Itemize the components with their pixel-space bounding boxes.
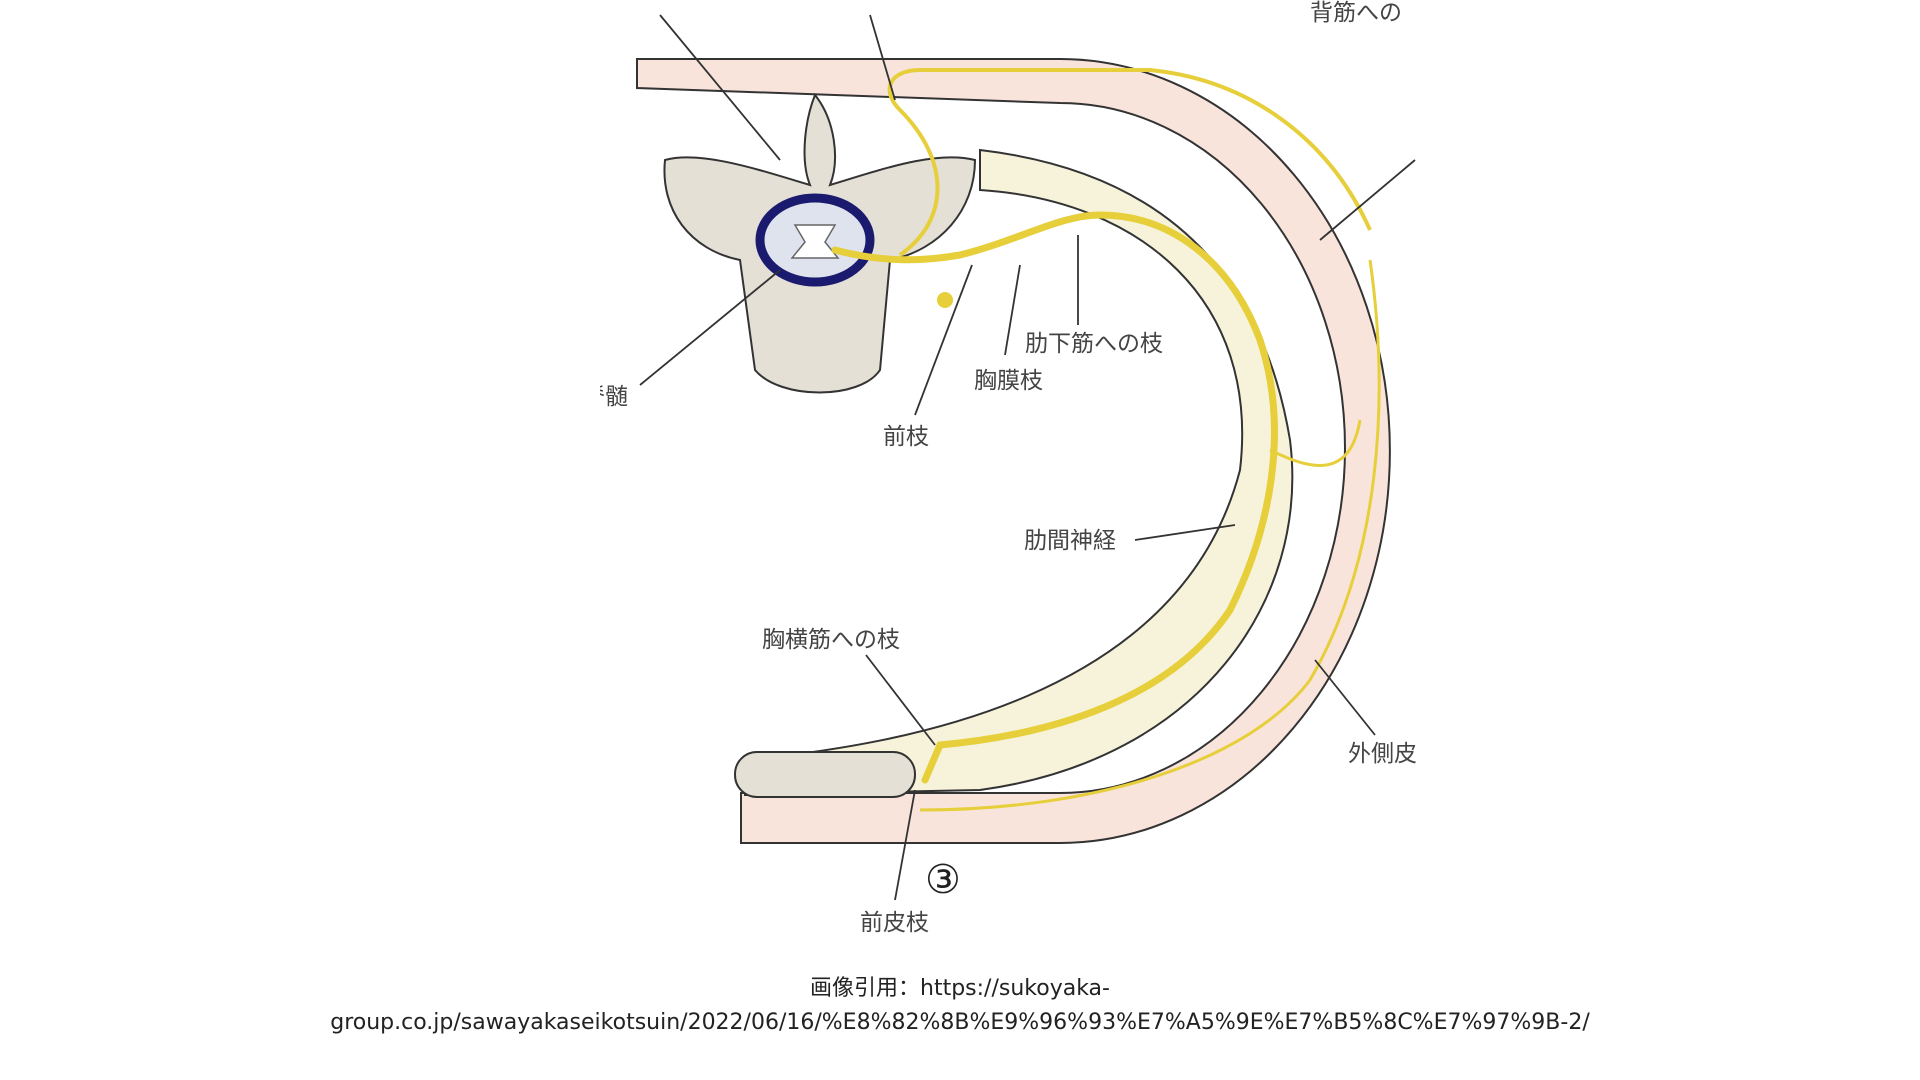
label-anterior-ramus: 前枝 bbox=[883, 424, 929, 450]
image-citation: 画像引用：https://sukoyaka- group.co.jp/saway… bbox=[0, 972, 1920, 1040]
label-intercostal-nerve: 肋間神経 bbox=[1024, 528, 1116, 554]
label-back-muscle-branch: 背筋への bbox=[1310, 0, 1402, 26]
circled-number: ③ bbox=[925, 857, 961, 903]
dorsal-ramus bbox=[887, 68, 1372, 257]
caption-line-1: 画像引用：https://sukoyaka- bbox=[810, 976, 1110, 1001]
label-subcostal-branch: 肋下筋への枝 bbox=[1025, 331, 1163, 357]
lateral-cutaneous bbox=[919, 259, 1381, 812]
ganglion bbox=[937, 292, 953, 308]
label-anterior-cutaneous-branch: 前皮枝 bbox=[860, 910, 929, 936]
gray-matter bbox=[790, 224, 840, 259]
label-spinal-cord: 脊髄 bbox=[582, 384, 628, 410]
sternum bbox=[734, 751, 916, 798]
label-lateral-cutaneous-branch: 外側皮 bbox=[1348, 741, 1417, 767]
caption-line-2: group.co.jp/sawayakaseikotsuin/2022/06/1… bbox=[330, 1010, 1590, 1035]
label-transversus-thoracis-branch: 胸横筋への枝 bbox=[762, 627, 900, 653]
intercostal-nerve-path bbox=[831, 211, 1278, 784]
skin-layer bbox=[636, 58, 1391, 844]
label-pleural-branch: 胸膜枝 bbox=[974, 368, 1043, 394]
leader-lines bbox=[639, 14, 1416, 901]
